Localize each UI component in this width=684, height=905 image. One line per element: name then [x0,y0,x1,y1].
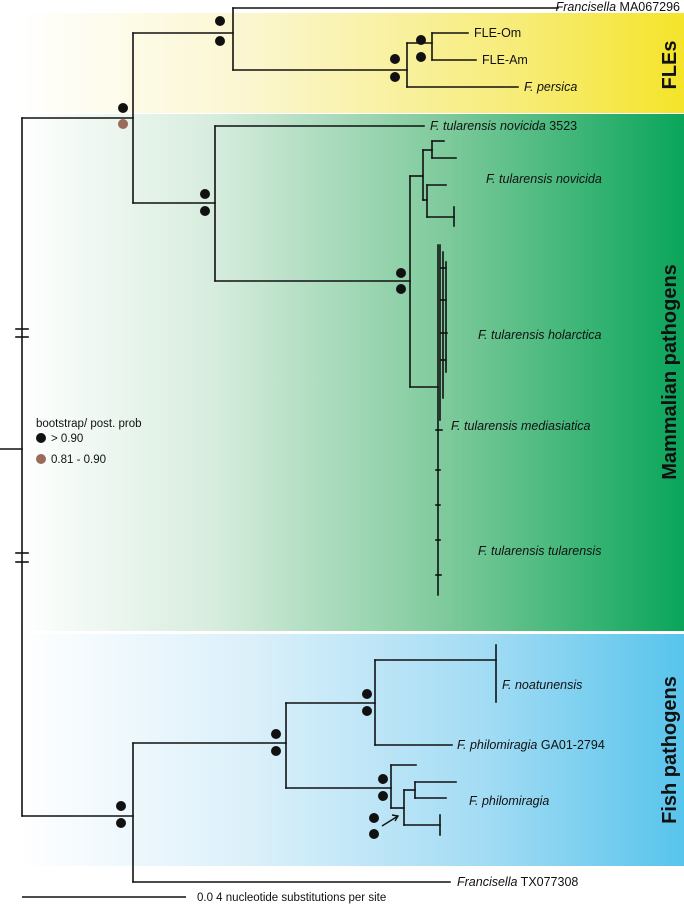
taxon-label-ma067296: Francisella MA067296 [556,0,680,14]
arrow-icon [381,814,400,827]
tree-branches [0,7,559,883]
fles-band [18,13,684,113]
fish-pathogens-band [18,634,684,866]
legend-mid-dot [36,454,46,464]
taxon-label-fle-am: FLE-Am [482,53,528,67]
taxon-label-novicida-3523: F. tularensis novicida 3523 [430,119,577,133]
taxon-label-novicida: F. tularensis novicida [486,172,602,186]
taxon-label-mediasiatica: F. tularensis mediasiatica [451,419,590,433]
taxon-label-persica: F. persica [524,80,577,94]
fles-title: FLEs [659,41,681,90]
taxon-label-philomiragia-ga01: F. philomiragia GA01-2794 [457,738,605,752]
taxon-label-philomiragia: F. philomiragia [469,794,549,808]
scale-label: 0.0 4 nucleotide substitutions per site [197,892,386,904]
taxon-label-fle-om: FLE-Om [474,26,521,40]
support-legend: bootstrap/ post. prob > 0.90 0.81 - 0.90 [36,418,141,466]
mammalian-pathogens-band [18,114,684,631]
legend-high-label: > 0.90 [51,433,83,445]
support-dots [116,16,426,839]
legend-title: bootstrap/ post. prob [36,418,141,430]
fish-pathogens-title: Fish pathogens [659,676,681,824]
legend-mid-label: 0.81 - 0.90 [51,454,106,466]
taxon-label-noatunensis: F. noatunensis [502,678,582,692]
taxon-label-holarctica: F. tularensis holarctica [478,328,601,342]
taxon-label-tularensis: F. tularensis tularensis [478,544,601,558]
taxon-label-tx077308: Francisella TX077308 [457,875,578,889]
mammalian-pathogens-title: Mammalian pathogens [659,264,681,480]
legend-high-dot [36,433,46,443]
